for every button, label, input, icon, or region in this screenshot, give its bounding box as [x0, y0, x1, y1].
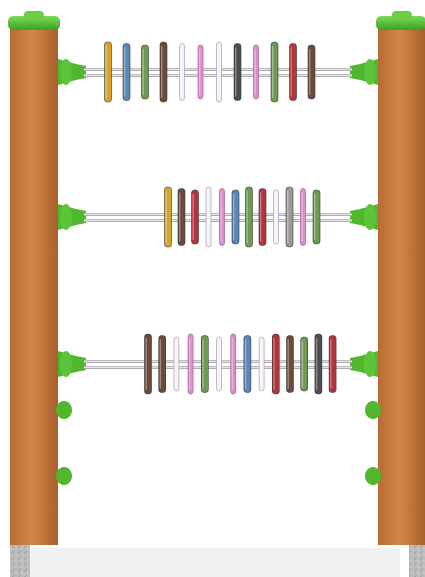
- abacus-disc: [187, 333, 194, 395]
- right-bracket-cap: [364, 204, 376, 230]
- abacus-disc: [258, 336, 265, 392]
- abacus-disc: [179, 43, 185, 101]
- abacus-disc: [177, 188, 186, 246]
- abacus-disc: [245, 186, 253, 248]
- abacus-disc: [158, 335, 166, 393]
- abacus-disc: [271, 333, 280, 395]
- abacus-disc: [144, 333, 152, 395]
- left-bracket-cap: [60, 351, 72, 377]
- rod-lower: [84, 219, 352, 222]
- abacus-disc: [230, 333, 237, 395]
- abacus-row-top: [58, 41, 378, 103]
- left-lower-knobs: [56, 401, 72, 485]
- abacus-disc: [258, 188, 267, 246]
- abacus-disc: [243, 335, 252, 393]
- abacus-disc: [216, 336, 222, 392]
- abacus-disc: [300, 336, 309, 392]
- abacus-disc: [300, 188, 306, 246]
- abacus-disc: [216, 41, 222, 103]
- right-bracket-cap: [364, 351, 376, 377]
- left-post: [10, 25, 58, 545]
- abacus-disc: [173, 336, 180, 392]
- abacus-disc: [122, 43, 131, 101]
- abacus-disc: [231, 189, 240, 245]
- abacus-disc: [312, 189, 321, 245]
- abacus-disc: [270, 41, 279, 103]
- abacus-row-bottom: [58, 333, 378, 395]
- abacus-disc: [289, 43, 297, 101]
- abacus-disc: [314, 333, 323, 395]
- abacus-disc: [219, 188, 225, 246]
- abacus-disc: [286, 335, 294, 393]
- left-post-cap: [8, 11, 60, 30]
- left-bracket-cap: [60, 59, 72, 85]
- right-lower-knobs: [365, 401, 381, 485]
- right-post-cap: [376, 11, 425, 30]
- ground-shadow: [30, 548, 400, 577]
- abacus-disc: [104, 41, 112, 103]
- abacus-disc: [307, 44, 316, 100]
- left-bracket-cap: [60, 204, 72, 230]
- abacus-disc: [164, 186, 172, 248]
- abacus-disc: [205, 186, 212, 248]
- abacus-rows: [58, 41, 378, 395]
- right-bracket-cap: [364, 59, 376, 85]
- rod-upper: [84, 213, 352, 216]
- abacus-disc: [201, 335, 209, 393]
- abacus-disc: [253, 44, 259, 100]
- abacus-disc: [285, 186, 294, 248]
- abacus-disc: [191, 189, 199, 245]
- abacus-disc: [141, 44, 149, 100]
- abacus-disc: [233, 43, 242, 101]
- abacus-disc: [159, 41, 168, 103]
- abacus-row-middle: [58, 186, 378, 248]
- abacus-disc: [197, 44, 204, 100]
- right-post: [378, 25, 425, 545]
- abacus-disc: [328, 335, 337, 393]
- abacus-disc: [273, 189, 279, 245]
